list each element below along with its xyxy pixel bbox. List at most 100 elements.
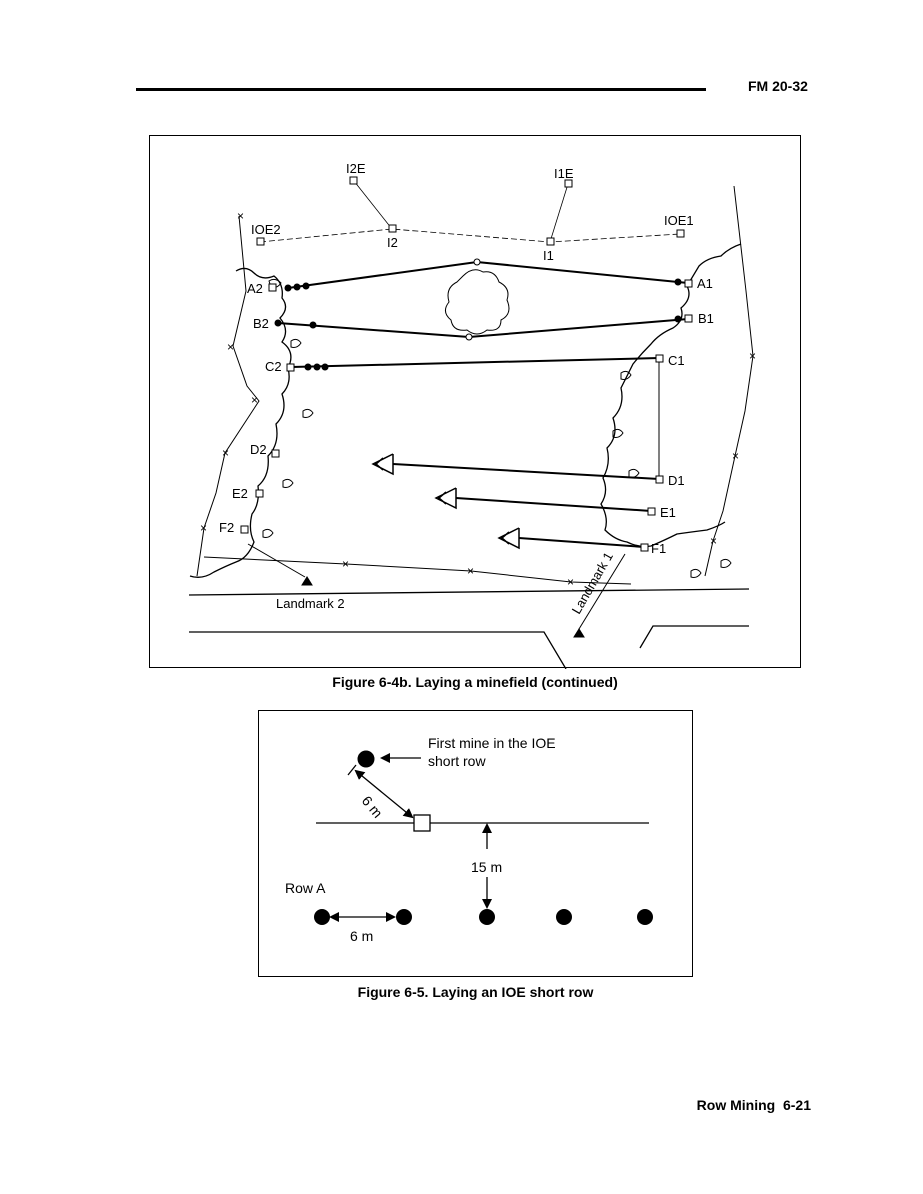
left-treeline (189, 267, 292, 578)
figure-minefield-diagram: × × × × × × × × × × × (149, 135, 801, 670)
row-b-strand (277, 318, 689, 339)
row-e-marker (434, 487, 457, 510)
row-a-mine (314, 909, 330, 925)
header-rule (136, 88, 706, 91)
marker-e1 (647, 507, 656, 516)
marker-d1 (655, 475, 664, 484)
figure2-caption: Figure 6-5. Laying an IOE short row (357, 984, 594, 1000)
fence-x: × (222, 446, 229, 460)
marker-ioe1 (676, 229, 685, 238)
row-e-strand (455, 497, 652, 512)
fence-x: × (467, 564, 474, 578)
row-a-mine (637, 909, 653, 925)
fence-x: × (749, 349, 756, 363)
row-a-strand (287, 260, 689, 289)
fence-x: × (237, 209, 244, 223)
first-mine (357, 750, 375, 768)
i2e-connector (353, 180, 393, 230)
turn-point-b (465, 333, 473, 341)
label-c2: C2 (265, 359, 282, 374)
road-lower-right (639, 625, 749, 649)
first-mine-label-line2: short row (428, 753, 486, 769)
row-dimension-label: 6 m (350, 928, 373, 944)
row-a-mine (556, 909, 572, 925)
marker-d2 (271, 449, 280, 458)
ioe-short-row-svg: First mine in the IOE short row 6 m 15 m… (285, 735, 653, 944)
diag-dimension-label: 6 m (359, 793, 386, 821)
marker-i2 (388, 224, 397, 233)
minefield-svg: × × × × × × × × × × × (188, 161, 756, 670)
fence-x: × (567, 575, 574, 589)
page-footer: Row Mining 6-21 (696, 1097, 811, 1113)
row-f-marker (497, 527, 520, 550)
bottom-fence (203, 556, 632, 585)
figure-ioe-short-row: First mine in the IOE short row 6 m 15 m… (258, 710, 693, 977)
label-a1: A1 (697, 276, 713, 291)
label-i2: I2 (387, 235, 398, 250)
marker-i1 (546, 237, 555, 246)
road-upper (188, 588, 750, 596)
row-f-strand (518, 537, 645, 548)
marker-f2 (240, 525, 249, 534)
marker-a1 (684, 279, 693, 288)
label-e2: E2 (232, 486, 248, 501)
marker-c2 (286, 363, 295, 372)
marker-ioe2 (256, 237, 265, 246)
figure1-caption: Figure 6-4b. Laying a minefield (continu… (332, 674, 618, 690)
road-lower-left (189, 631, 567, 670)
label-landmark2: Landmark 2 (276, 596, 345, 611)
vert-dimension-label: 15 m (471, 859, 502, 875)
landmark2-icon (301, 576, 313, 586)
landmark1-pointer (578, 553, 626, 630)
row-c-strand (291, 357, 660, 368)
marker-b1 (684, 314, 693, 323)
fence-x: × (251, 393, 258, 407)
fence-x-marks: × × × × × × × × × × × (200, 209, 756, 589)
label-f1: F1 (651, 541, 666, 556)
row-a-mine (479, 909, 495, 925)
left-fence (196, 215, 260, 577)
label-e1: E1 (660, 505, 676, 520)
label-d2: D2 (250, 442, 267, 457)
marker-i2e (349, 176, 358, 185)
label-c1: C1 (668, 353, 685, 368)
fence-x: × (710, 534, 717, 548)
row-a-mine (396, 909, 412, 925)
row-d-marker (371, 453, 394, 476)
marker-i1e (564, 179, 573, 188)
diag-dimension (354, 769, 414, 819)
right-treeline (600, 243, 742, 548)
marker-c1 (655, 354, 664, 363)
marker-a2 (268, 283, 277, 292)
ioe-marker (413, 814, 431, 832)
fence-x: × (732, 449, 739, 463)
landmark2-pointer (247, 543, 306, 578)
fence-x: × (200, 521, 207, 535)
fence-x: × (227, 340, 234, 354)
label-i2e: I2E (346, 161, 366, 176)
row-a-mines (314, 909, 653, 925)
landmark1-icon (573, 628, 585, 638)
marker-f1 (640, 543, 649, 552)
right-fence (704, 185, 754, 577)
i1e-connector (549, 183, 569, 243)
label-ioe1: IOE1 (664, 213, 694, 228)
label-a2: A2 (247, 281, 263, 296)
label-b2: B2 (253, 316, 269, 331)
tree-cluster (445, 269, 510, 335)
label-i1: I1 (543, 248, 554, 263)
turn-point-a (473, 258, 481, 266)
label-d1: D1 (668, 473, 685, 488)
label-ioe2: IOE2 (251, 222, 281, 237)
label-f2: F2 (219, 520, 234, 535)
label-i1e: I1E (554, 166, 574, 181)
fence-x: × (342, 557, 349, 571)
ioe-line (259, 228, 681, 243)
row-d-strand (392, 463, 660, 480)
row-markers (240, 176, 693, 552)
manual-code: FM 20-32 (748, 78, 808, 94)
mine-dots (274, 278, 682, 371)
row-a-label: Row A (285, 880, 326, 896)
first-mine-label: First mine in the IOE (428, 735, 556, 751)
label-b1: B1 (698, 311, 714, 326)
